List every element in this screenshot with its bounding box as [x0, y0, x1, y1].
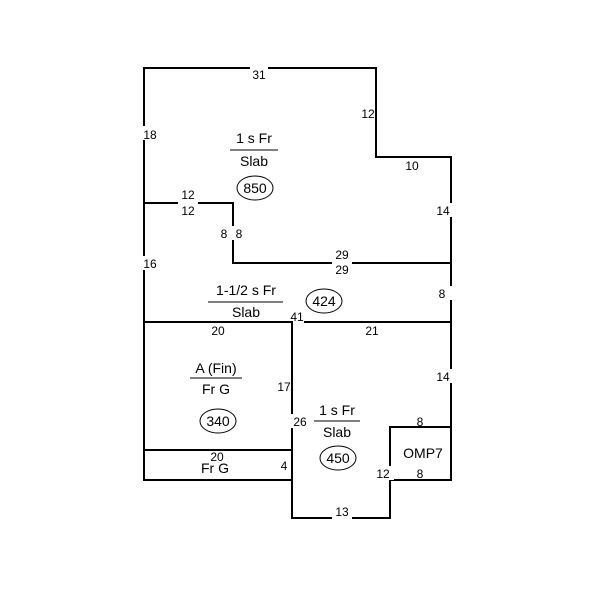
dim-top: 31 [252, 68, 266, 82]
area-garage-size: 340 [206, 413, 230, 429]
dim-lower-right-top: 21 [365, 324, 379, 338]
area-garage-top-label: A (Fin) [195, 360, 236, 376]
area-garage-bottom-label: Fr G [202, 381, 230, 397]
area-upper-top-label: 1 s Fr [236, 130, 272, 146]
dim-omp-left: 12 [376, 467, 390, 481]
area-wing-oval [319, 445, 357, 471]
area-middle-size: 424 [312, 293, 336, 309]
dim-right-upper: 14 [436, 204, 450, 218]
area-wing-size: 450 [326, 450, 350, 466]
area-porch-label: OMP7 [403, 445, 443, 461]
dimension-labels: 31 12 10 18 14 12 12 8 8 29 29 16 8 20 4… [140, 61, 454, 524]
area-wing-bottom-label: Slab [323, 424, 351, 440]
area-garage-oval [199, 408, 237, 434]
area-garage: A (Fin) Fr G 340 [190, 360, 242, 434]
dim-bottom: 13 [335, 505, 349, 519]
dim-left-upper: 18 [143, 128, 157, 142]
dim-lower-left-top: 20 [211, 324, 225, 338]
dim-right-lower: 14 [436, 370, 450, 384]
area-garage-strip: Fr G [201, 460, 229, 476]
area-middle-top-label: 1-1/2 s Fr [216, 282, 276, 298]
area-upper-bottom-label: Slab [240, 153, 268, 169]
dim-right-mid: 8 [439, 287, 446, 301]
area-upper: 1 s Fr Slab 850 [230, 130, 278, 201]
area-middle-oval [305, 288, 343, 314]
dim-step-vertical: 12 [361, 107, 375, 121]
dim-garage-right: 17 [277, 380, 291, 394]
dim-notch-left: 8 [221, 227, 228, 241]
dim-step-horizontal: 10 [405, 159, 419, 173]
area-garage-strip-label: Fr G [201, 460, 229, 476]
area-middle: 1-1/2 s Fr Slab 424 [208, 282, 343, 320]
dim-mid-line-bottom: 29 [335, 263, 349, 277]
dim-omp-bottom: 8 [417, 467, 424, 481]
dim-notch-right: 8 [236, 227, 243, 241]
area-middle-bottom-label: Slab [232, 304, 260, 320]
dim-center: 41 [290, 310, 304, 324]
dim-notch-top-b: 12 [181, 204, 195, 218]
dim-mid-line-top: 29 [335, 248, 349, 262]
dim-left-mid: 16 [143, 257, 157, 271]
area-upper-size: 850 [243, 180, 267, 196]
dim-notch-top-a: 12 [181, 188, 195, 202]
area-upper-oval [236, 175, 274, 201]
area-porch: OMP7 [403, 445, 443, 461]
dim-omp-top: 8 [417, 415, 424, 429]
area-wing: 1 s Fr Slab 450 [314, 402, 360, 471]
dim-garage-bottom-right: 4 [281, 459, 288, 473]
dim-garage-divider: 20 [210, 450, 224, 464]
area-wing-top-label: 1 s Fr [319, 402, 355, 418]
dim-wing-left: 26 [293, 415, 307, 429]
